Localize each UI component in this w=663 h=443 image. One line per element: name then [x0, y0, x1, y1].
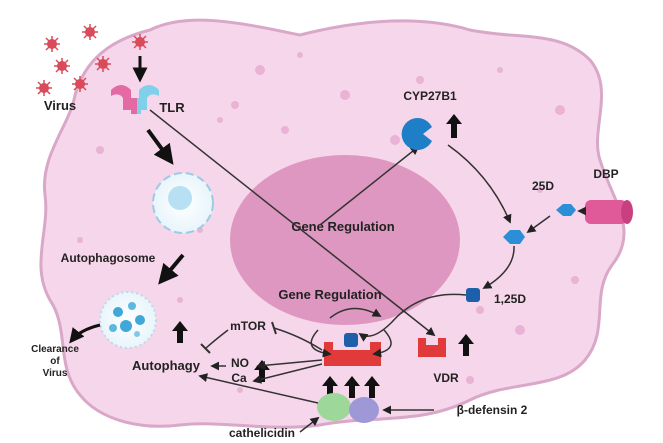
beta-defensin-protein [349, 397, 379, 423]
cathelicidin-pointer [299, 416, 320, 433]
vitamin-d-hexagon-icon [503, 230, 525, 244]
no-label: NO [231, 356, 249, 370]
clearance-label-line3: Virus [43, 368, 68, 379]
gene-to-cyp27b1-arrow [319, 145, 420, 226]
up-arrow-icon [172, 321, 188, 343]
cyp27b1-to-25d-arrow [447, 144, 512, 224]
complex-to-no-arrow [256, 359, 323, 370]
gene-regulation-loop-arrow [329, 307, 382, 319]
tlr-label: TLR [159, 100, 185, 115]
virus-icon [72, 76, 88, 92]
tlr-receptor-icon [111, 85, 159, 114]
vdr-complex [324, 333, 381, 366]
up-arrow-icon [344, 376, 360, 398]
virus-icon [95, 56, 111, 72]
nucleus [230, 155, 460, 325]
tlr-to-vdr-line [149, 109, 436, 337]
peptides-to-autophagy-arrow [198, 373, 319, 404]
cathelicidin-label: cathelicidin [229, 426, 295, 440]
25d-move-arrow [526, 215, 551, 234]
25d-to-125d-arrow [482, 245, 515, 289]
virus-icon [44, 36, 60, 52]
clearance-label-line1: Clearance [31, 344, 79, 355]
clearance-label-line2: of [50, 356, 60, 367]
virus-icon [132, 34, 148, 50]
gene-regulation-nucleus-label: Gene Regulation [291, 219, 394, 234]
virus-icon [82, 24, 98, 40]
autophagy-label: Autophagy [132, 358, 201, 373]
125d-to-vdr-arrow [358, 293, 467, 342]
cytoplasm-granules [77, 52, 579, 393]
mtor-label: mTOR [230, 319, 266, 333]
cyp27b1-enzyme-icon [401, 118, 432, 150]
vdr-receptor-icon [418, 338, 446, 357]
gene-regulation-loop-arrow [310, 329, 332, 358]
up-arrow-icon [322, 376, 338, 398]
cathelicidin-protein [317, 393, 351, 421]
vitamin-d-hexagon-icon [466, 288, 480, 302]
tlr-to-autophagosome-arrow [146, 128, 174, 165]
autophagosome-to-lysosome-arrow [158, 253, 185, 285]
inhibit-bar [200, 343, 211, 354]
125d-label: 1,25D [494, 292, 526, 306]
up-arrow-icon [364, 376, 380, 398]
clearance-arrow [69, 323, 101, 344]
up-arrow-icon [458, 334, 474, 356]
autophagosome-label: Autophagosome [61, 251, 156, 265]
virus-icon [36, 80, 52, 96]
beta-defensin-label: β-defensin 2 [457, 403, 528, 417]
virus-particles [36, 24, 148, 96]
dbp-label: DBP [593, 167, 618, 181]
inhibit-bar [271, 321, 277, 335]
ca-label: Ca [231, 371, 247, 385]
phagolysosome-icon [99, 291, 157, 349]
gene-regulation-lower-label: Gene Regulation [278, 287, 381, 302]
gene-regulation-loop-arrow [372, 329, 392, 358]
virus-label: Virus [44, 98, 76, 113]
complex-inhibits-mtor [273, 327, 323, 351]
vdr-label: VDR [433, 371, 459, 385]
vitamin-d-hexagon-icon [556, 204, 576, 216]
dbp-protein-icon [585, 200, 633, 224]
cyp27b1-label: CYP27B1 [403, 89, 457, 103]
virus-icon [54, 58, 70, 74]
up-arrow-icon [446, 114, 462, 138]
autophagosome-icon [152, 172, 214, 234]
mtor-inhibits-autophagy [205, 329, 229, 349]
25d-label: 25D [532, 179, 554, 193]
complex-to-ca-arrow [252, 363, 323, 384]
